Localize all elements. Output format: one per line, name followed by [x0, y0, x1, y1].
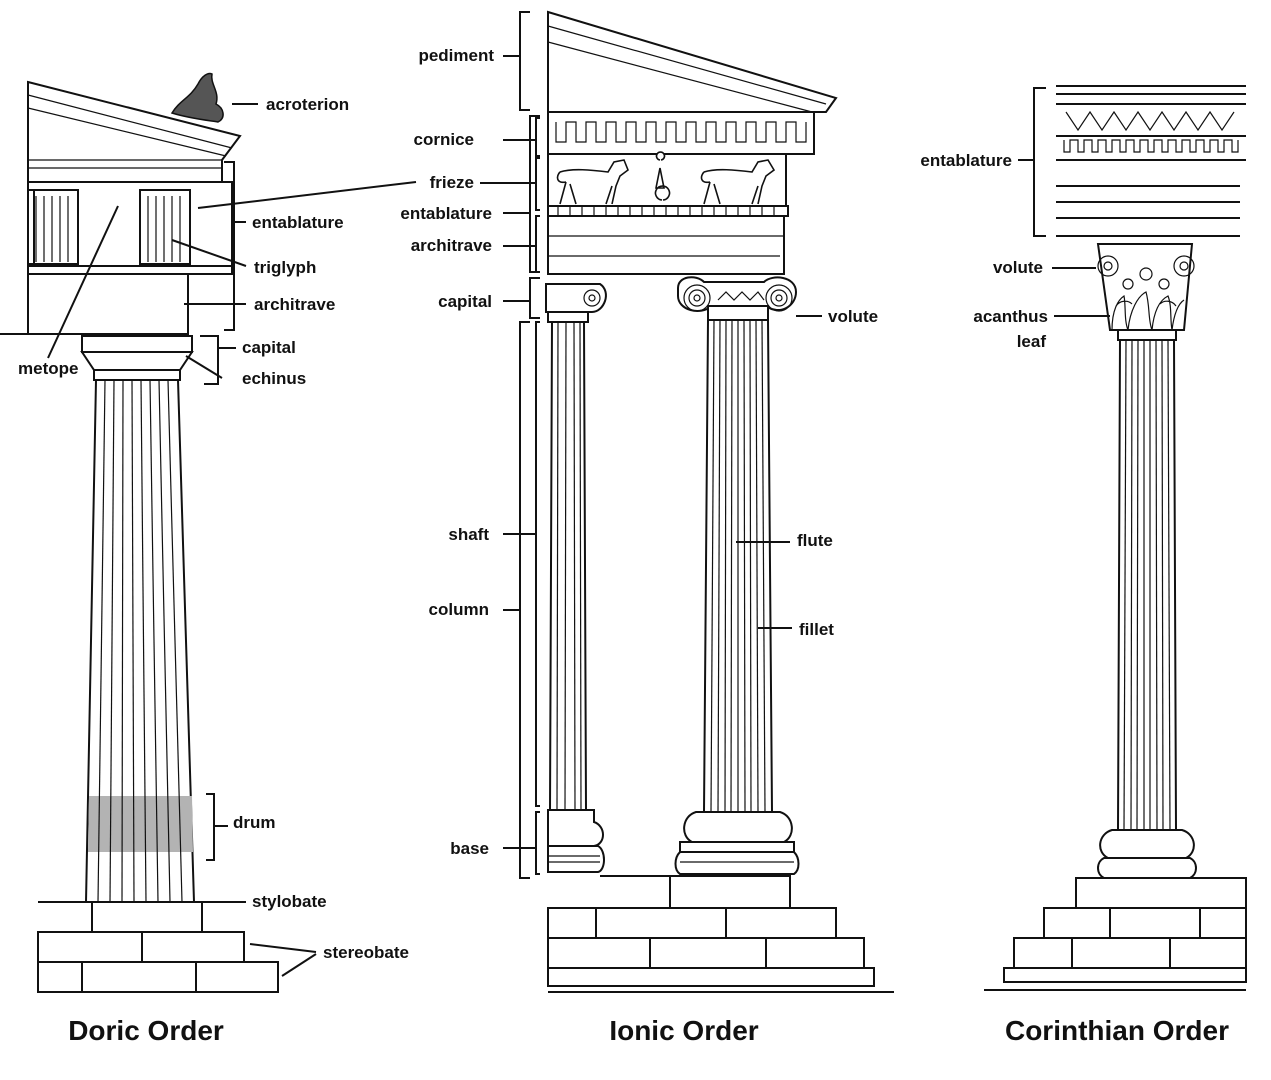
corinthian-capital [1096, 243, 1194, 331]
ionic-title: Ionic Order [609, 1015, 758, 1046]
doric-leaders [47, 103, 417, 977]
ionic-frieze-rider [654, 151, 671, 201]
ionic-label-pediment: pediment [418, 46, 494, 65]
ionic-label-entablature: entablature [400, 204, 492, 223]
doric-acroterion [170, 72, 224, 123]
doric-label-entablature: entablature [252, 213, 344, 232]
doric-cornice [27, 80, 242, 183]
ionic-label-flute: flute [797, 531, 833, 550]
doric-architrave [27, 273, 189, 335]
ionic-label-shaft: shaft [448, 525, 489, 544]
ionic-label-architrave: architrave [411, 236, 492, 255]
ionic-main-column [674, 276, 800, 875]
doric-label-drum: drum [233, 813, 276, 832]
corinthian-acanthus-leaves [1111, 291, 1185, 331]
ionic-frieze-horse-1 [556, 159, 629, 205]
ionic-labels: pediment cornice frieze entablature arch… [400, 46, 878, 1046]
doric-title: Doric Order [68, 1015, 224, 1046]
corinthian-order-drawing [984, 85, 1247, 991]
ionic-label-base: base [450, 839, 489, 858]
doric-echinus [80, 351, 194, 371]
ionic-order-drawing [545, 10, 894, 993]
corinthian-base [1099, 829, 1195, 859]
doric-shaft-flutes [97, 379, 183, 903]
ionic-leaders [480, 11, 822, 879]
corinthian-flutes [1123, 339, 1171, 831]
doric-label-stereobate: stereobate [323, 943, 409, 962]
ionic-label-column: column [429, 600, 489, 619]
ionic-label-capital: capital [438, 292, 492, 311]
ionic-label-volute: volute [828, 307, 878, 326]
ionic-flutes [710, 319, 766, 813]
ionic-cornice [547, 111, 815, 155]
doric-label-acroterion: acroterion [266, 95, 349, 114]
corinthian-label-entablature: entablature [920, 151, 1012, 170]
doric-abacus [81, 335, 193, 353]
ionic-base [683, 811, 793, 843]
corinthian-title: Corinthian Order [1005, 1015, 1229, 1046]
ionic-pediment [547, 10, 838, 113]
doric-order-drawing [0, 72, 279, 993]
ionic-architrave [547, 215, 785, 275]
doric-label-architrave: architrave [254, 295, 335, 314]
ionic-left-column [545, 283, 607, 873]
doric-drum-highlight [88, 796, 193, 852]
doric-labels: acroterion entablature triglyph architra… [18, 95, 409, 1046]
corinthian-entablature [1056, 85, 1246, 237]
doric-label-capital: capital [242, 338, 296, 357]
doric-label-triglyph: triglyph [254, 258, 316, 277]
corinthian-leaders [1018, 87, 1110, 317]
ionic-label-cornice: cornice [414, 130, 474, 149]
ionic-label-frieze: frieze [430, 173, 474, 192]
doric-label-stylobate: stylobate [252, 892, 327, 911]
doric-label-metope: metope [18, 359, 78, 378]
ionic-frieze-horse-2 [700, 159, 776, 205]
corinthian-label-leaf: leaf [1017, 332, 1047, 351]
corinthian-shaft [1116, 339, 1178, 831]
corinthian-label-acanthus: acanthus [973, 307, 1048, 326]
corinthian-label-volute: volute [993, 258, 1043, 277]
doric-label-echinus: echinus [242, 369, 306, 388]
ionic-label-fillet: fillet [799, 620, 834, 639]
corinthian-labels: entablature volute acanthus leaf Corinth… [920, 151, 1229, 1046]
doric-stylobate [91, 901, 203, 933]
